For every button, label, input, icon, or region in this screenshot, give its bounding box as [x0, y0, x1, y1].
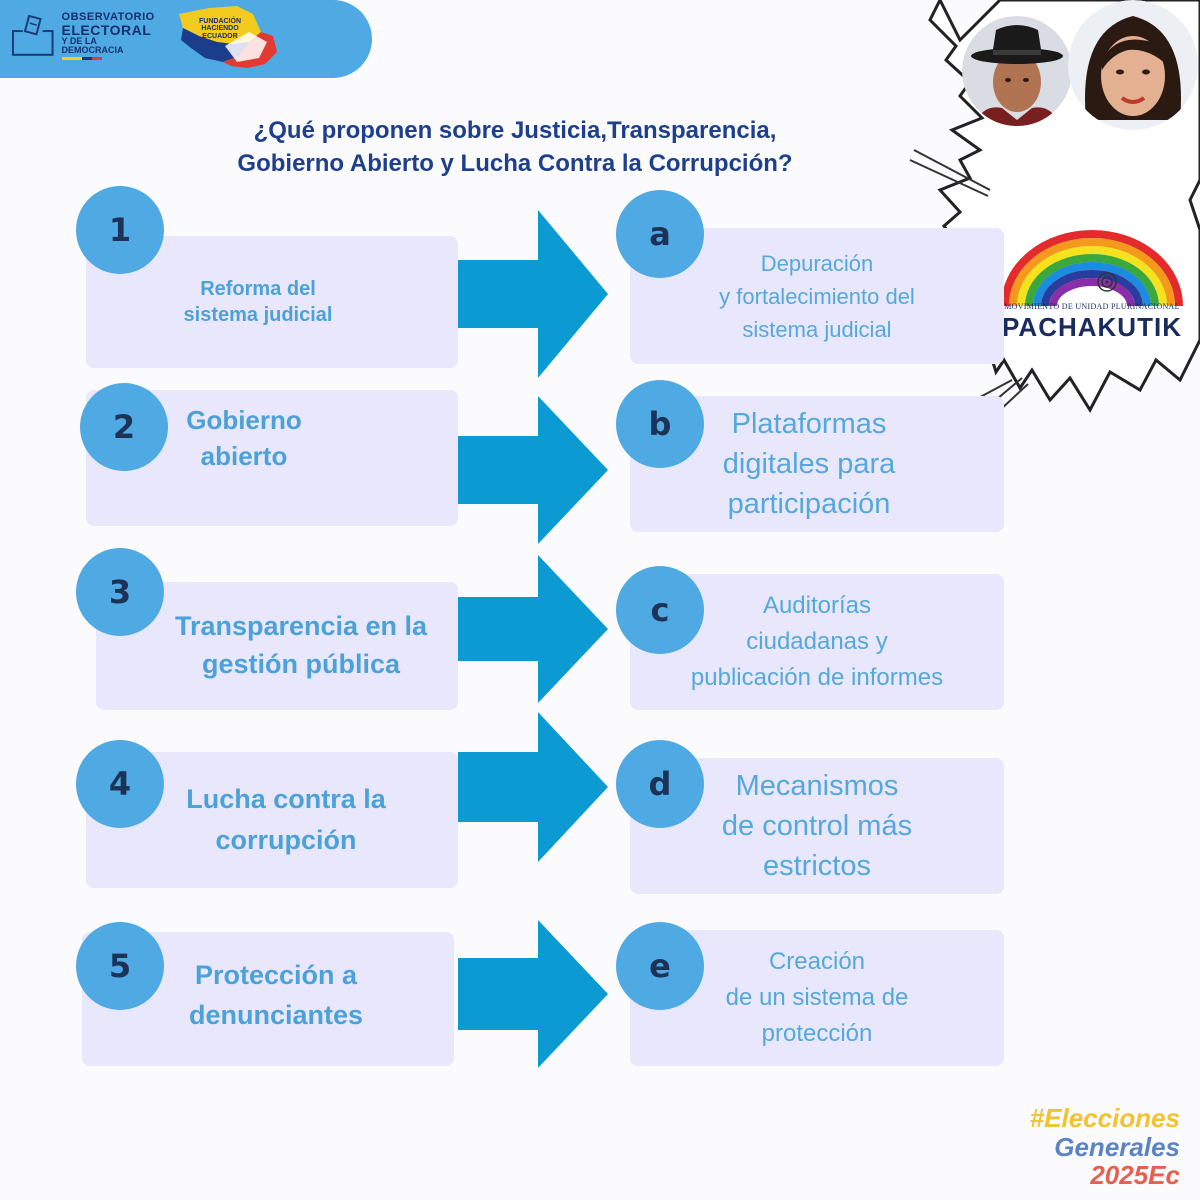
topic-label-3-line-1: Transparencia en la: [174, 611, 428, 642]
result-a-line-2: y fortalecimiento del: [719, 283, 915, 309]
result-b-line-1: Plataformas: [731, 407, 887, 440]
letter-circle-a: a: [616, 190, 704, 278]
letter-circle-e: e: [616, 922, 704, 1010]
ecuador-word: ECUADOR: [202, 32, 238, 40]
result-text-b: Plataformas digitales para participación: [723, 404, 896, 524]
fundacion-ecuador-text: FUNDACIÓN HACIENDO ECUADOR: [190, 18, 250, 40]
hashtag-line-3: 2025Ec: [1090, 1160, 1180, 1191]
topic-label-2-line-2: abierto: [200, 441, 288, 471]
topic-label-5-line-1: Protección a: [194, 959, 358, 990]
fundacion-word: FUNDACIÓN: [199, 18, 241, 25]
result-b-line-3: participación: [727, 488, 891, 520]
topic-box-4: Lucha contra la corrupción: [86, 752, 458, 888]
pachakutik-rainbow-logo: [1001, 230, 1183, 307]
result-c-line-2: ciudadanas y: [746, 628, 888, 655]
result-a-line-1: Depuración: [760, 250, 874, 276]
result-e-line-2: de un sistema de: [725, 984, 909, 1011]
result-d-line-1: Mecanismos: [735, 769, 899, 802]
result-text-d: Mecanismos de control más estrictos: [722, 766, 912, 886]
topic-label-3: Transparencia en la gestión pública: [175, 608, 427, 684]
result-e-line-1: Creación: [768, 948, 866, 975]
arrow-right-icon: [458, 396, 608, 544]
topic-label-5: Protección a denunciantes: [189, 955, 363, 1036]
party-subtitle: MOVIMIENTO DE UNIDAD PLURINACIONAL: [1004, 302, 1180, 311]
observatorio-logo: OBSERVATORIO ELECTORAL Y DE LA DEMOCRACI…: [10, 6, 160, 66]
topic-label-4-line-2: corrupción: [215, 825, 357, 855]
result-d-line-2: de control más: [721, 809, 913, 842]
result-d-line-3: estrictos: [763, 850, 871, 882]
hashtag-line-1: #Elecciones: [1029, 1103, 1180, 1133]
number-circle-5: 5: [76, 922, 164, 1010]
letter-circle-c: c: [616, 566, 704, 654]
result-text-e: Creación de un sistema de protección: [726, 944, 909, 1052]
result-a-line-3: sistema judicial: [742, 316, 892, 342]
result-e-line-3: protección: [761, 1020, 873, 1047]
flag-stripe: [61, 57, 102, 60]
letter-circle-d: d: [616, 740, 704, 828]
elecciones-hashtag: #Elecciones Generales 2025Ec: [1000, 1104, 1180, 1190]
title-line-1: ¿Qué proponen sobre Justicia,Transparenc…: [253, 117, 777, 144]
number-circle-1: 1: [76, 186, 164, 274]
letter-circle-b: b: [616, 380, 704, 468]
result-text-a: Depuración y fortalecimiento del sistema…: [719, 247, 915, 346]
title-line-2: Gobierno Abierto y Lucha Contra la Corru…: [237, 149, 793, 177]
number-circle-3: 3: [76, 548, 164, 636]
electoral-word: ELECTORAL: [61, 22, 152, 38]
topic-label-4-line-1: Lucha contra la: [186, 783, 386, 814]
topic-label-2-line-1: Gobierno: [186, 404, 302, 435]
topic-label-1: Reforma del sistema judicial: [184, 276, 333, 328]
number-circle-2: 2: [80, 383, 168, 471]
observatorio-word: OBSERVATORIO: [61, 11, 155, 23]
arrow-right-icon: [458, 712, 608, 862]
topic-label-2: Gobierno abierto: [186, 402, 302, 475]
candidate-photo-woman: [1068, 0, 1198, 130]
topic-box-5: Protección a denunciantes: [82, 932, 454, 1066]
arrow-right-icon: [458, 555, 608, 703]
result-c-line-1: Auditorías: [762, 592, 872, 619]
result-c-line-3: publicación de informes: [690, 664, 944, 691]
haciendo-word: HACIENDO: [201, 25, 239, 33]
result-b-line-2: digitales para: [722, 447, 896, 480]
topic-label-1-line-2: sistema judicial: [183, 304, 333, 326]
result-text-c: Auditorías ciudadanas y publicación de i…: [691, 588, 943, 696]
topic-label-1-line-1: Reforma del: [200, 278, 316, 300]
candidate-photo-man: [962, 16, 1072, 126]
page-title: ¿Qué proponen sobre Justicia,Transparenc…: [120, 115, 910, 180]
fundacion-ecuador-map-logo: [179, 6, 277, 68]
topic-label-5-line-2: denunciantes: [188, 1000, 364, 1030]
ballot-box-icon: [11, 14, 54, 56]
arrow-right-icon: [458, 920, 608, 1068]
topic-label-3-line-2: gestión pública: [201, 649, 401, 679]
hashtag-line-2: Generales: [1054, 1131, 1180, 1162]
democracia-word: Y DE LA DEMOCRACIA: [61, 36, 124, 55]
arrow-right-icon: [458, 210, 608, 378]
party-name: PACHAKUTIK: [1002, 312, 1182, 342]
topic-label-4: Lucha contra la corrupción: [186, 779, 386, 861]
number-circle-4: 4: [76, 740, 164, 828]
